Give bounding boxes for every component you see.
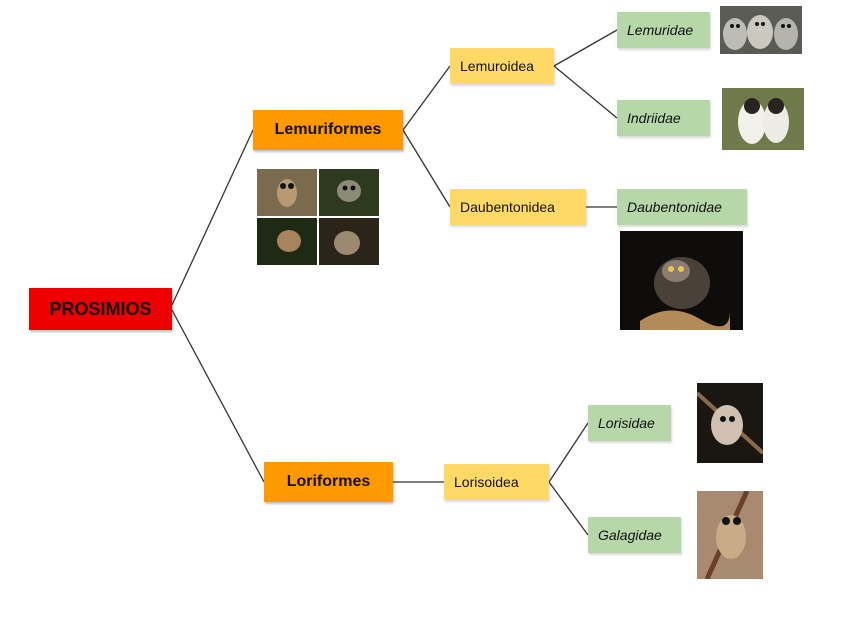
node-lemuroidea: Lemuroidea	[450, 48, 554, 84]
node-lorisidae: Lorisidae	[588, 405, 671, 441]
daubentonidae-photo	[620, 231, 743, 330]
edge-lorisoidea-lorisidae	[549, 423, 588, 482]
galagidae-photo	[697, 491, 763, 579]
node-prosimios: PROSIMIOS	[29, 288, 172, 330]
lemuriformes-photo-collage	[257, 169, 379, 265]
node-daubentonidea: Daubentonidea	[450, 189, 586, 225]
node-lorisoidea: Lorisoidea	[444, 464, 549, 500]
lemuridae-photo	[720, 6, 802, 54]
lorisidae-photo	[697, 383, 763, 463]
indriidae-photo	[722, 88, 804, 150]
node-daubentonidae: Daubentonidae	[617, 189, 747, 225]
edge-lemuroidea-lemuridae	[554, 30, 617, 66]
edge-root-lemuriformes	[172, 130, 253, 305]
node-loriformes: Loriformes	[264, 462, 393, 502]
edge-lemuroidea-indriidae	[554, 66, 617, 118]
edge-root-loriformes	[172, 310, 264, 482]
edge-lorisoidea-galagidae	[549, 482, 588, 535]
node-galagidae: Galagidae	[588, 517, 681, 553]
edge-lemuriformes-daubentonidea	[403, 130, 450, 207]
node-lemuridae: Lemuridae	[617, 12, 710, 48]
edge-lemuriformes-lemuroidea	[403, 66, 450, 130]
node-indriidae: Indriidae	[617, 100, 710, 136]
node-lemuriformes: Lemuriformes	[253, 110, 403, 150]
